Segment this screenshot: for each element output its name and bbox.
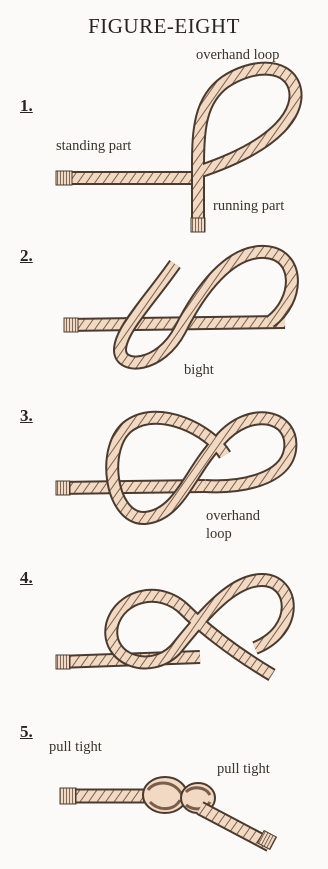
step-5-rope: [60, 777, 276, 849]
standing-end-icon: [60, 788, 76, 804]
running-end-icon: [191, 218, 205, 232]
standing-end-icon: [64, 318, 78, 332]
standing-end-icon: [56, 171, 72, 185]
step-1-rope: [56, 69, 296, 232]
standing-end-icon: [56, 655, 70, 669]
step-2-rope: [64, 252, 292, 363]
step-3-rope: [56, 418, 290, 518]
standing-end-icon: [56, 481, 70, 495]
step-4-rope: [56, 580, 288, 675]
